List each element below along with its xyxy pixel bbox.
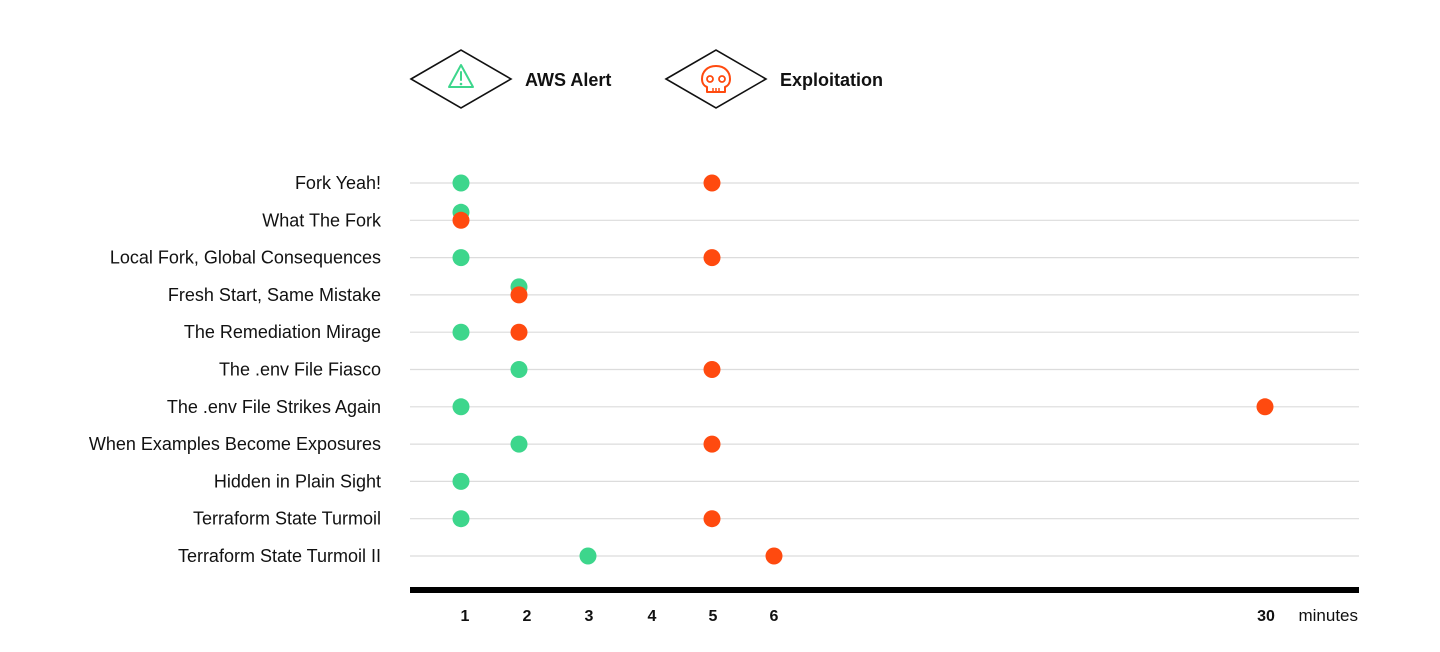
exploitation-point [452,211,470,229]
x-axis-ticks: 1 2 3 4 5 6 30 [461,608,1275,625]
aws-alert-point [452,472,470,490]
exploitation-point [1256,398,1274,416]
warning-triangle-icon [448,64,474,88]
exploitation-point [703,510,721,528]
aws-alert-point [510,435,528,453]
exploitation-point [703,249,721,267]
aws-alert-point [452,510,470,528]
aws-alert-point [452,174,470,192]
row-label: The Remediation Mirage [184,322,381,342]
row-label: The .env File Fiasco [219,360,381,380]
exploitation-point [703,174,721,192]
x-axis-unit-label: minutes [1298,606,1358,625]
skull-icon [701,65,731,93]
x-tick-label: 3 [585,608,594,625]
exploitation-point [703,361,721,378]
x-tick-label: 30 [1257,608,1275,625]
legend-label-aws-alert: AWS Alert [525,70,611,90]
exploitation-point [510,323,528,341]
legend-diamond-frame [664,49,768,109]
row-label: Terraform State Turmoil [193,509,381,529]
aws-alert-point [452,323,470,341]
exploitation-point [510,286,528,304]
x-tick-label: 5 [709,608,718,625]
x-tick-label: 4 [648,608,657,625]
row-label: Hidden in Plain Sight [214,471,381,491]
aws-alert-point [579,547,597,565]
grid-lines [410,182,1359,557]
row-label: The .env File Strikes Again [167,397,381,417]
row-label: Terraform State Turmoil II [178,546,381,566]
row-label: Local Fork, Global Consequences [110,248,381,268]
legend: AWS Alert Exploitation [409,49,883,109]
exploitation-point [765,547,783,565]
legend-label-exploitation: Exploitation [780,70,883,90]
row-label: Fresh Start, Same Mistake [168,285,381,305]
legend-item-exploitation: Exploitation [664,49,883,109]
exploitation-point [703,435,721,453]
aws-alert-point [510,361,528,378]
x-tick-label: 6 [770,608,779,625]
data-points [452,174,1274,565]
legend-diamond-frame [409,49,513,109]
x-tick-label: 2 [523,608,532,625]
x-tick-label: 1 [461,608,470,625]
aws-alert-point [452,249,470,267]
row-label: When Examples Become Exposures [89,434,381,454]
aws-alert-point [452,398,470,416]
legend-item-aws-alert: AWS Alert [409,49,611,109]
row-label: Fork Yeah! [295,173,381,193]
row-label: What The Fork [262,210,382,230]
